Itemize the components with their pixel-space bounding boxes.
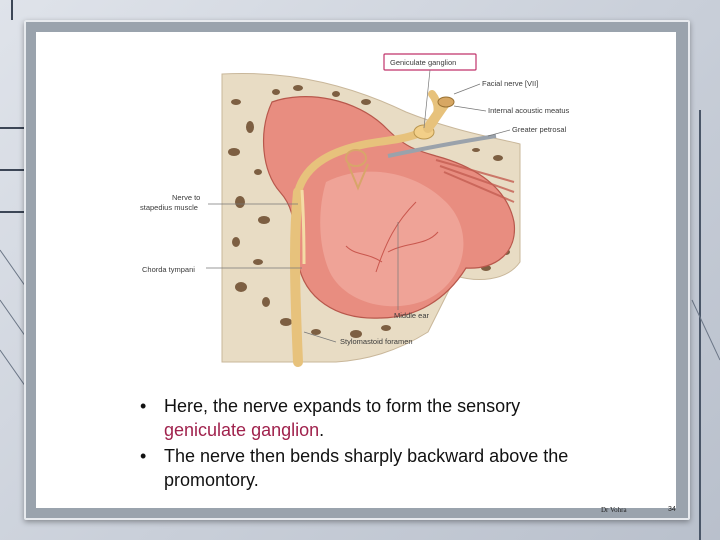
label-stylomastoid-foramen: Stylomastoid foramen bbox=[340, 337, 413, 346]
ear-anatomy-illustration: Geniculate ganglion Facial nerve [VII] I… bbox=[36, 32, 676, 392]
slide: Geniculate ganglion Facial nerve [VII] I… bbox=[36, 32, 676, 508]
label-internal-acoustic-meatus: Internal acoustic meatus bbox=[488, 106, 570, 115]
label-facial-nerve: Facial nerve [VII] bbox=[482, 79, 538, 88]
label-geniculate-ganglion: Geniculate ganglion bbox=[390, 58, 456, 67]
label-middle-ear: Middle ear bbox=[394, 311, 430, 320]
bullet-dot: • bbox=[140, 394, 146, 418]
label-chorda-tympani: Chorda tympani bbox=[142, 265, 195, 274]
bullet-item: • The nerve then bends sharply backward … bbox=[136, 444, 606, 492]
bullet-text: The nerve then bends sharply backward ab… bbox=[164, 446, 568, 490]
bullet-dot: • bbox=[140, 444, 146, 468]
bullet-highlight: geniculate ganglion bbox=[164, 420, 319, 440]
bullet-item: • Here, the nerve expands to form the se… bbox=[136, 394, 606, 442]
bullet-text: Here, the nerve expands to form the sens… bbox=[164, 396, 520, 416]
page-number: 34 bbox=[668, 506, 676, 513]
bullet-list: • Here, the nerve expands to form the se… bbox=[136, 394, 606, 494]
label-nerve-to-stapedius-line2: stapedius muscle bbox=[140, 203, 198, 212]
footer-author: Dr Vohra bbox=[601, 506, 627, 514]
label-greater-petrosal: Greater petrosal bbox=[512, 125, 567, 134]
bullet-text-end: . bbox=[319, 420, 324, 440]
label-nerve-to-stapedius-line1: Nerve to bbox=[172, 193, 200, 202]
